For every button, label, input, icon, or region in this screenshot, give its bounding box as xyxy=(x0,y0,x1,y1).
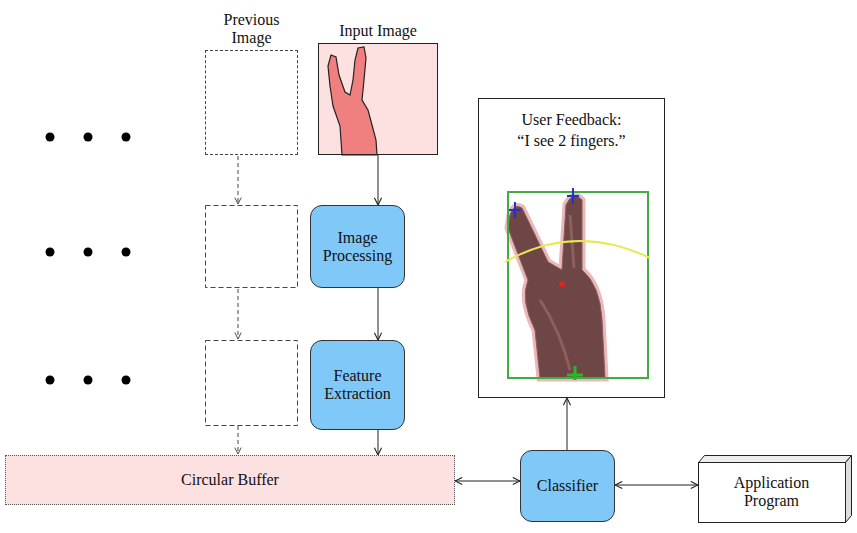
fingertip-marker xyxy=(509,188,579,218)
previous-frame xyxy=(206,341,298,426)
previous-image-frame: Previous Image xyxy=(205,50,298,155)
previous-frame xyxy=(206,206,298,288)
node-label: Application Program xyxy=(717,474,827,510)
bounding-box xyxy=(508,192,648,378)
dashed-arrow xyxy=(238,156,239,204)
node-label: “I see 2 fingers.” xyxy=(517,132,625,150)
hand-halo xyxy=(508,196,605,378)
dot xyxy=(122,248,131,257)
flow-arrow xyxy=(455,481,520,482)
dot xyxy=(122,376,131,385)
node-label: Image Processing xyxy=(318,229,398,265)
node-label: User Feedback: xyxy=(522,111,622,129)
hand-photo xyxy=(508,196,605,378)
node-label: Circular Buffer xyxy=(181,471,279,489)
dot xyxy=(46,133,55,142)
flow-arrow xyxy=(378,155,379,205)
box-top-face xyxy=(699,456,852,463)
dot xyxy=(84,133,93,142)
feedback-panel: User Feedback: “I see 2 fingers.” xyxy=(478,98,665,398)
flow-arrow xyxy=(378,430,379,455)
process-box: Image Processing xyxy=(310,205,405,288)
hand-silhouette xyxy=(328,47,377,155)
flow-arrow xyxy=(567,398,568,450)
buffer-band: Circular Buffer xyxy=(5,455,455,505)
valley-marker xyxy=(559,281,565,287)
finger-arc xyxy=(505,241,650,262)
ellipsis-dots xyxy=(46,133,131,385)
box-front-face xyxy=(699,463,846,523)
dot xyxy=(46,248,55,257)
application-box: Application Program xyxy=(698,455,852,522)
flow-arrow xyxy=(378,288,379,340)
box-side-face xyxy=(846,456,852,523)
hand-shading xyxy=(540,215,574,370)
dot xyxy=(84,376,93,385)
wrist-marker xyxy=(567,366,583,380)
dashed-arrow xyxy=(238,289,239,339)
feedback-illustration xyxy=(505,188,650,380)
application-box xyxy=(699,456,852,523)
frame-heading: Previous Image xyxy=(212,11,292,47)
process-box: Feature Extraction xyxy=(310,340,405,430)
node-label: Classifier xyxy=(537,477,598,495)
input-image-frame: Input Image xyxy=(318,43,438,155)
flow-arrow xyxy=(615,485,698,486)
dot xyxy=(46,376,55,385)
input-image-ground xyxy=(318,43,438,155)
dashed-arrow xyxy=(238,426,239,454)
node-label: Feature Extraction xyxy=(318,367,398,403)
dot xyxy=(84,248,93,257)
dot xyxy=(122,133,131,142)
frame-heading: Input Image xyxy=(320,22,436,40)
process-box: Classifier xyxy=(520,450,615,522)
